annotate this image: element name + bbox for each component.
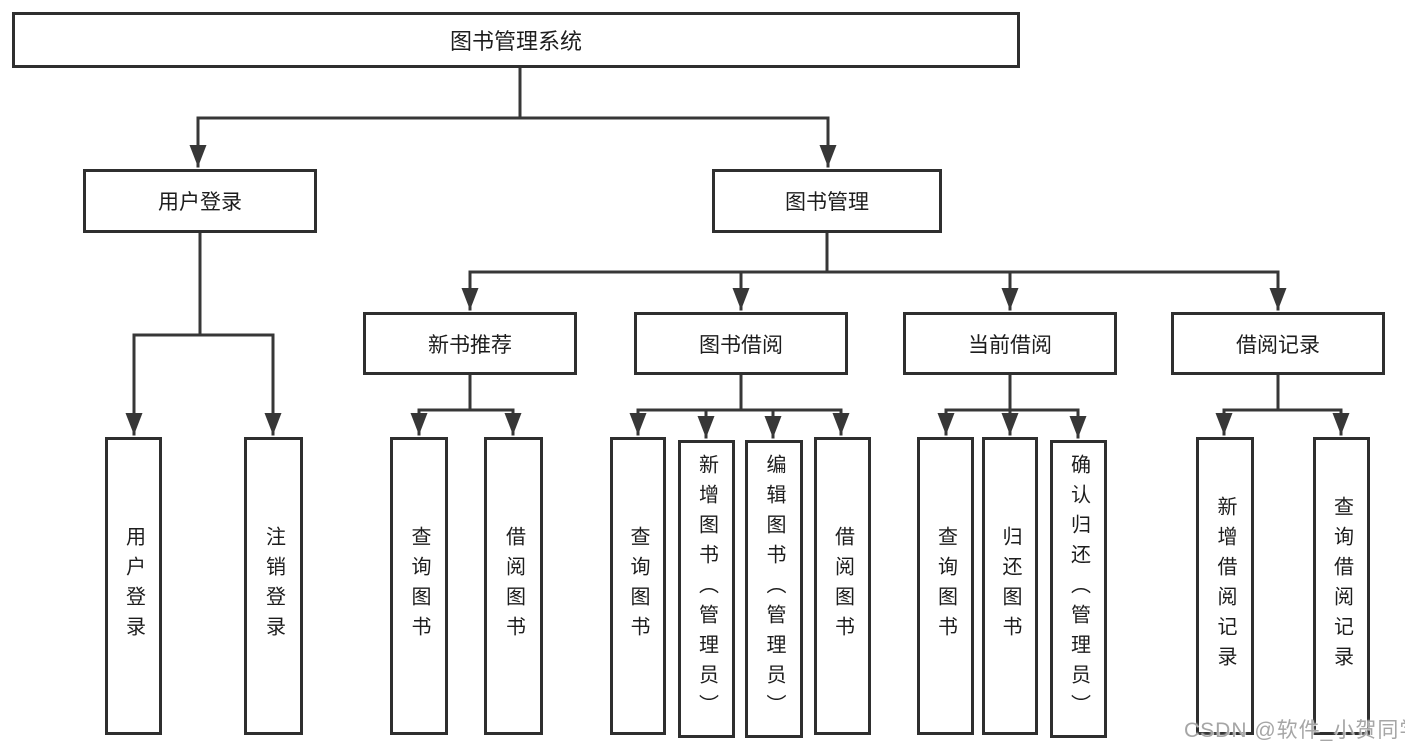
node-query-books-1: 查询图书	[390, 437, 448, 735]
node-user-login: 用户登录	[83, 169, 317, 233]
node-borrow-books-1: 借阅图书	[484, 437, 543, 735]
node-book-borrowing: 图书借阅	[634, 312, 848, 375]
node-add-borrow-record: 新增借阅记录	[1196, 437, 1254, 735]
node-root-system: 图书管理系统	[12, 12, 1020, 68]
node-query-books-3: 查询图书	[917, 437, 974, 735]
node-return-books: 归还图书	[982, 437, 1038, 735]
node-logout: 注销登录	[244, 437, 303, 735]
node-add-books-admin: 新增图书（管理员）	[678, 440, 735, 738]
node-current-borrowing: 当前借阅	[903, 312, 1117, 375]
node-borrow-records: 借阅记录	[1171, 312, 1385, 375]
node-query-books-2: 查询图书	[610, 437, 666, 735]
node-book-management: 图书管理	[712, 169, 942, 233]
node-user-login-leaf: 用户登录	[105, 437, 162, 735]
node-query-borrow-record: 查询借阅记录	[1313, 437, 1370, 735]
node-edit-books-admin: 编辑图书（管理员）	[745, 440, 803, 738]
node-new-book-recommend: 新书推荐	[363, 312, 577, 375]
node-confirm-return-admin: 确认归还（管理员）	[1050, 440, 1107, 738]
node-borrow-books-2: 借阅图书	[814, 437, 871, 735]
csdn-watermark: CSDN @软件_小贺同学	[1184, 719, 1405, 742]
